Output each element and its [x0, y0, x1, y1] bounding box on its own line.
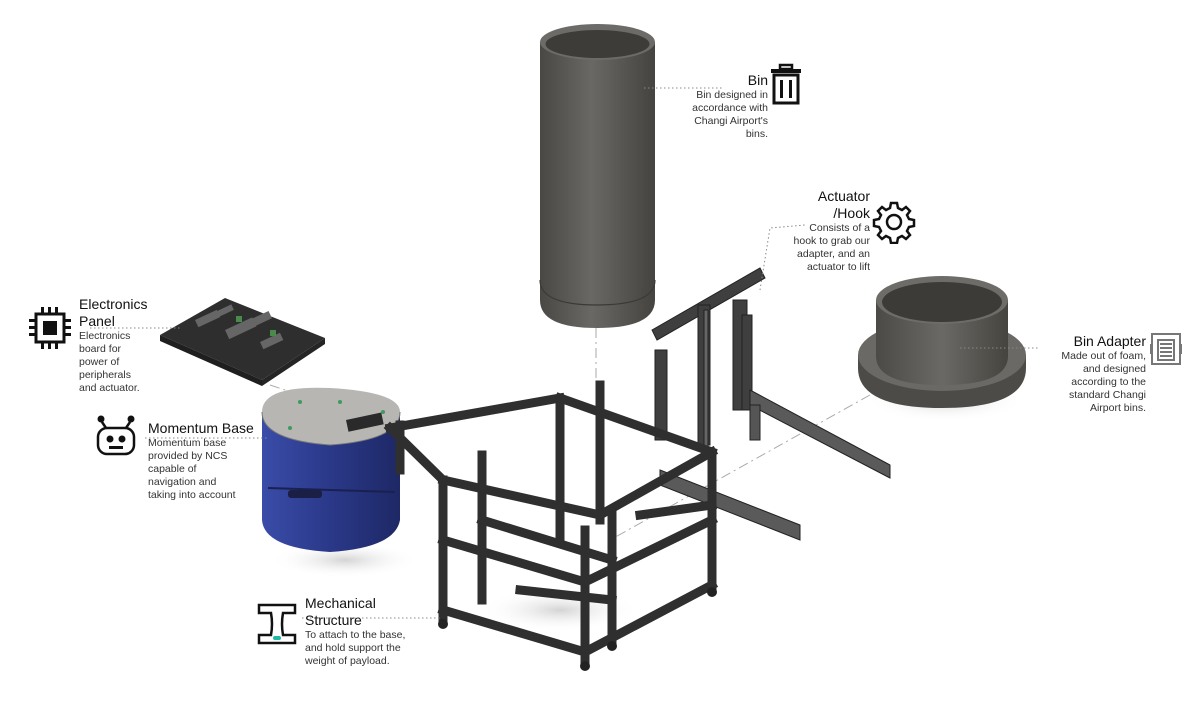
mechanical-structure-model — [383, 380, 719, 665]
bin-title: Bin — [747, 72, 768, 88]
caster-wheels — [438, 587, 717, 671]
mechanical-desc: To attach to the base, and hold support … — [305, 629, 406, 667]
actuator-callout: Actuator /Hook Consists of a hook to gra… — [770, 188, 870, 274]
adapter-title: Bin Adapter — [1073, 333, 1146, 349]
mechanical-callout: Mechanical Structure To attach to the ba… — [305, 595, 465, 668]
chip-icon — [29, 307, 71, 349]
momentum-desc: Momentum base provided by NCS capable of… — [148, 437, 236, 501]
adapter-desc: Made out of foam, and designed according… — [1061, 350, 1146, 414]
mechanical-title: Mechanical Structure — [305, 595, 376, 628]
actuator-desc: Consists of a hook to grab our adapter, … — [793, 222, 870, 273]
trash-bin-icon — [771, 63, 801, 105]
base-shadow — [270, 542, 420, 578]
i-beam-icon — [257, 603, 297, 645]
momentum-title: Momentum Base — [148, 420, 254, 436]
bin-adapter-model — [858, 276, 1026, 408]
gear-icon — [872, 201, 916, 244]
electronics-desc: Electronics board for power of periphera… — [79, 330, 140, 394]
leader-lines — [90, 87, 1040, 619]
adapter-icon — [1150, 333, 1182, 365]
robot-icon — [96, 415, 136, 456]
bin-callout: Bin Bin designed in accordance with Chan… — [640, 72, 768, 141]
actuator-title: Actuator /Hook — [817, 188, 870, 221]
adapter-callout: Bin Adapter Made out of foam, and design… — [1036, 333, 1146, 415]
bin-model — [539, 24, 656, 328]
momentum-callout: Momentum Base Momentum base provided by … — [148, 420, 268, 502]
electronics-panel-model — [160, 298, 325, 386]
actuator-hook-model — [651, 267, 891, 541]
electronics-callout: Electronics Panel Electronics board for … — [79, 296, 179, 395]
electronics-title: Electronics Panel — [79, 296, 148, 329]
momentum-base-model — [261, 387, 401, 552]
bin-desc: Bin designed in accordance with Changi A… — [692, 89, 768, 140]
